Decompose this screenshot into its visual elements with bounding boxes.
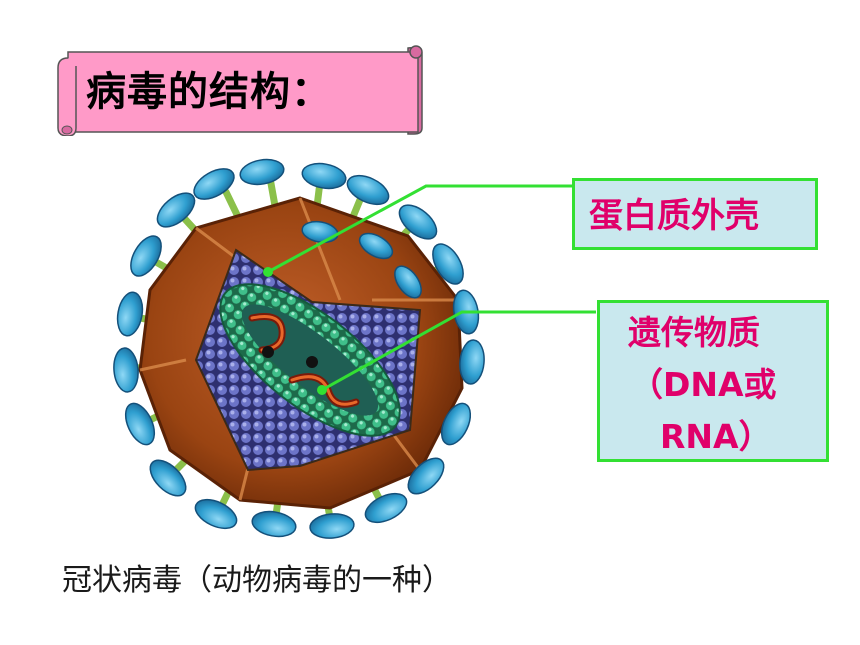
title-banner: 病毒的结构：	[56, 44, 428, 136]
capsid-label-box: 蛋白质外壳	[572, 178, 818, 250]
genetic-material-strands	[248, 313, 360, 408]
genetic-material-label: 遗传物质	[628, 313, 760, 352]
capsid-label: 蛋白质外壳	[589, 196, 759, 236]
leader-line-capsid	[267, 184, 572, 274]
figure-caption: 冠状病毒（动物病毒的一种）	[62, 563, 452, 598]
scroll-banner-icon	[57, 45, 423, 136]
leader-line-icon	[267, 184, 596, 392]
page-title: 病毒的结构：	[86, 69, 332, 115]
genetic-material-label-box: 遗传物质 （DNA或 RNA）	[597, 300, 829, 462]
pointer-dot-genetic	[317, 385, 327, 395]
genetic-material-note-line1: （DNA或	[630, 365, 777, 404]
pointer-dot-capsid	[263, 267, 273, 277]
genetic-material-note-line2: RNA）	[660, 417, 772, 456]
leader-line-genetic	[321, 310, 596, 392]
